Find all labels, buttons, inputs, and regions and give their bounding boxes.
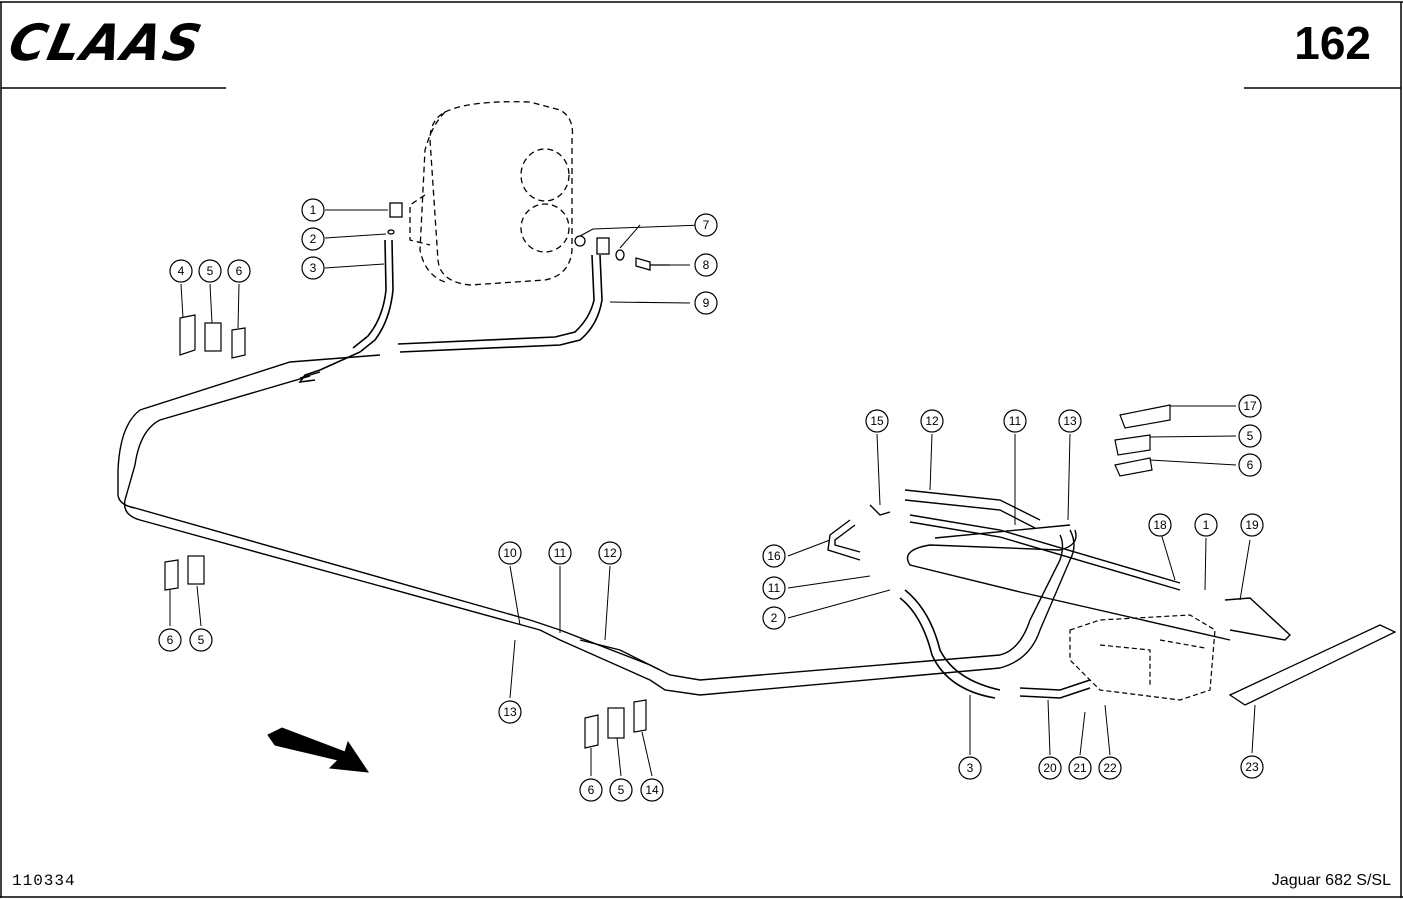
callout-label: 16 — [767, 549, 781, 563]
callout-16: 16 — [762, 544, 786, 568]
callout-label: 10 — [503, 546, 517, 560]
callout-label: 22 — [1103, 761, 1117, 775]
callout-13-right: 13 — [1058, 409, 1082, 433]
callout-19: 19 — [1240, 513, 1264, 537]
callout-label: 11 — [554, 546, 567, 560]
callout-1-right: 1 — [1194, 513, 1218, 537]
callout-label: 6 — [167, 633, 174, 647]
model-name: Jaguar 682 S/SL — [1271, 872, 1391, 889]
pipe-lines — [117, 354, 1075, 696]
callout-2-lower: 2 — [762, 606, 786, 630]
callout-18: 18 — [1148, 513, 1172, 537]
callout-label: 1 — [1203, 518, 1210, 532]
callout-22: 22 — [1098, 756, 1122, 780]
callout-label: 9 — [703, 296, 710, 310]
right-side-pipes — [827, 489, 1292, 641]
callout-label: 14 — [645, 783, 659, 797]
callout-label: 23 — [1245, 760, 1259, 774]
valve-block — [1069, 614, 1216, 701]
callout-14: 14 — [640, 778, 664, 802]
callout-label: 5 — [198, 633, 205, 647]
callout-label: 3 — [310, 261, 317, 275]
callout-9: 9 — [694, 291, 718, 315]
hose-3-lower — [899, 589, 1091, 699]
callout-label: 17 — [1243, 399, 1257, 413]
callout-5-mid: 5 — [609, 778, 633, 802]
callout-label: 1 — [310, 203, 317, 217]
callout-5-right: 5 — [1238, 424, 1262, 448]
callout-label: 20 — [1043, 761, 1057, 775]
callout-label: 7 — [703, 218, 710, 232]
callout-label: 19 — [1245, 518, 1259, 532]
callout-21: 21 — [1068, 756, 1092, 780]
callout-4: 4 — [169, 259, 193, 283]
direction-arrow — [267, 727, 370, 773]
callout-15: 15 — [865, 409, 889, 433]
fittings-top — [387, 202, 670, 271]
callout-20: 20 — [1038, 756, 1062, 780]
leader-lines — [169, 209, 1256, 777]
callout-5-left-top: 5 — [198, 259, 222, 283]
callout-7: 7 — [694, 213, 718, 237]
callout-11-right: 11 — [1003, 409, 1027, 433]
callout-label: 5 — [1247, 429, 1254, 443]
callout-2-top: 2 — [301, 227, 325, 251]
callout-10: 10 — [498, 541, 522, 565]
callout-label: 5 — [618, 783, 625, 797]
hose-9 — [397, 254, 603, 353]
hydraulic-tank-outline — [409, 101, 574, 286]
callout-label: 2 — [771, 611, 778, 625]
callout-5-left-bottom: 5 — [189, 628, 213, 652]
callout-label: 21 — [1073, 761, 1087, 775]
callout-6-left-top: 6 — [227, 259, 251, 283]
callout-label: 11 — [1009, 414, 1022, 428]
callout-label: 6 — [588, 783, 595, 797]
callout-17: 17 — [1238, 394, 1262, 418]
callout-label: 2 — [310, 232, 317, 246]
document-code: 110334 — [12, 872, 76, 890]
callout-3-top: 3 — [301, 256, 325, 280]
callout-3-lower: 3 — [958, 756, 982, 780]
callout-6-mid: 6 — [579, 778, 603, 802]
callout-label: 6 — [236, 264, 243, 278]
callout-12-right: 12 — [920, 409, 944, 433]
callout-label: 11 — [768, 581, 781, 595]
callout-13-mid: 13 — [498, 700, 522, 724]
callout-label: 13 — [503, 705, 517, 719]
page-number: 162 — [1294, 17, 1371, 69]
callout-6-right: 6 — [1238, 453, 1262, 477]
hose-3-upper — [298, 239, 394, 384]
callout-label: 8 — [703, 258, 710, 272]
callout-label: 12 — [925, 414, 939, 428]
callout-label: 3 — [967, 761, 974, 775]
clamps — [164, 314, 1171, 749]
callout-label: 5 — [207, 264, 214, 278]
callout-label: 4 — [178, 264, 185, 278]
callout-23: 23 — [1240, 755, 1264, 779]
callout-label: 13 — [1063, 414, 1077, 428]
callout-6-left-bottom: 6 — [158, 628, 182, 652]
callout-bubbles: 1 2 3 4 5 6 7 8 9 6 5 10 11 12 13 6 5 14… — [158, 198, 1264, 802]
callout-1-top: 1 — [301, 198, 325, 222]
callout-label: 18 — [1153, 518, 1167, 532]
mounting-plate-23 — [1228, 624, 1397, 706]
callout-label: 6 — [1247, 458, 1254, 472]
callout-label: 12 — [603, 546, 617, 560]
callout-12-mid: 12 — [598, 541, 622, 565]
callout-11-lower: 11 — [762, 576, 786, 600]
callout-8: 8 — [694, 253, 718, 277]
callout-label: 15 — [870, 414, 884, 428]
callout-11-mid: 11 — [548, 541, 572, 565]
